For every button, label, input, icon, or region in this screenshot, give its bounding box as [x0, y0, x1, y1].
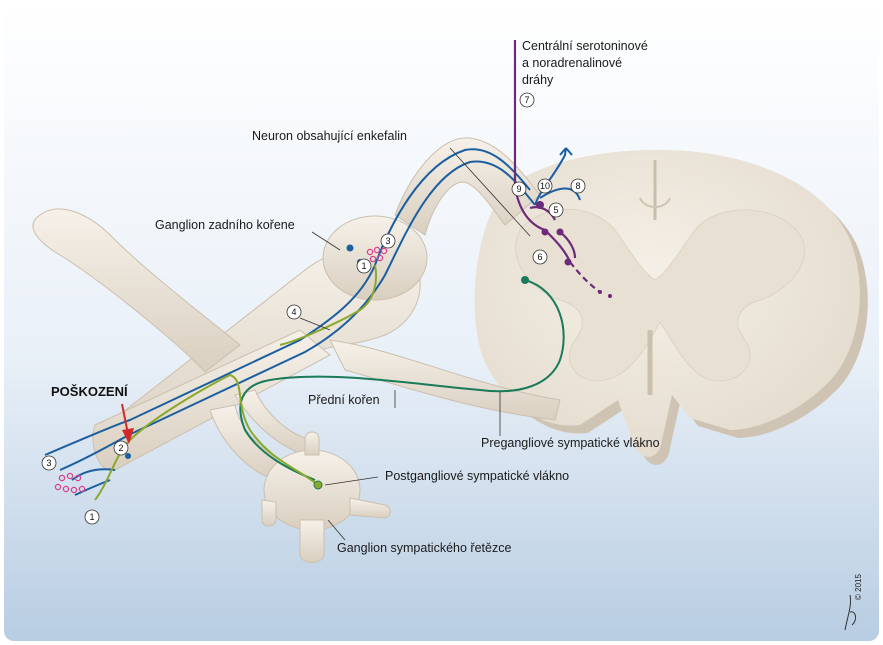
- label-preganglionic-fiber: Pregangliové sympatické vlákno: [481, 436, 660, 450]
- preganglionic-cell-body: [521, 276, 529, 284]
- marker-3-periphery: 3: [41, 455, 57, 471]
- svg-text:4: 4: [291, 307, 296, 317]
- receptor-dots-periphery: [54, 472, 86, 494]
- svg-text:8: 8: [575, 181, 580, 191]
- svg-text:1: 1: [361, 261, 366, 271]
- preganglionic-fiber: [239, 279, 565, 481]
- svg-text:6: 6: [537, 252, 542, 262]
- ascending-arrow-icon: [559, 147, 573, 156]
- leader-sympathetic-ganglion: [327, 519, 346, 541]
- svg-text:7: 7: [524, 95, 529, 105]
- marker-10: 10: [537, 178, 553, 194]
- artist-signature: [844, 594, 857, 631]
- marker-1-ganglion: 1: [356, 258, 372, 274]
- injury-sprout: [125, 453, 131, 459]
- ganglion-cell-body: [346, 244, 354, 252]
- label-enkephalin-neuron: Neuron obsahující enkefalin: [252, 129, 407, 143]
- svg-text:5: 5: [553, 205, 558, 215]
- enkephalin-synapses: [536, 201, 612, 298]
- marker-3-ganglion: 3: [380, 233, 396, 249]
- receptor-dots-ganglion: [366, 246, 388, 263]
- label-sympathetic-ganglion: Ganglion sympatického řetězce: [337, 541, 511, 555]
- label-central-pathways-1: Centrální serotoninové: [522, 39, 648, 53]
- svg-text:10: 10: [540, 181, 550, 191]
- postganglionic-cell-body: [313, 480, 323, 490]
- marker-4: 4: [286, 304, 302, 320]
- leader-postganglionic: [324, 476, 379, 486]
- marker-9: 9: [511, 181, 527, 197]
- svg-text:9: 9: [516, 184, 521, 194]
- svg-text:1: 1: [89, 512, 94, 522]
- label-central-pathways-2: a noradrenalinové: [522, 56, 622, 70]
- svg-text:3: 3: [46, 458, 51, 468]
- injury-arrow-icon: [121, 403, 134, 444]
- marker-5: 5: [548, 202, 564, 218]
- leader-marker-4: [299, 317, 331, 331]
- afferent-fibers: [44, 147, 581, 496]
- label-injury: POŠKOZENÍ: [51, 384, 128, 399]
- svg-text:3: 3: [385, 236, 390, 246]
- svg-text:2: 2: [118, 443, 123, 453]
- marker-8: 8: [570, 178, 586, 194]
- leader-dorsal-root-ganglion: [311, 231, 341, 251]
- label-central-pathways-3: dráhy: [522, 73, 554, 87]
- marker-2: 2: [113, 440, 129, 456]
- label-dorsal-root-ganglion: Ganglion zadního kořene: [155, 218, 295, 232]
- spinal-cord: [474, 149, 868, 465]
- marker-6: 6: [532, 249, 548, 265]
- label-postganglionic-fiber: Postgangliové sympatické vlákno: [385, 469, 569, 483]
- label-ventral-root: Přední kořen: [308, 393, 380, 407]
- copyright-text: © 2015: [854, 574, 863, 600]
- marker-7: 7: [519, 92, 535, 108]
- marker-1-periphery: 1: [84, 509, 100, 525]
- leader-enkephalin: [449, 147, 531, 237]
